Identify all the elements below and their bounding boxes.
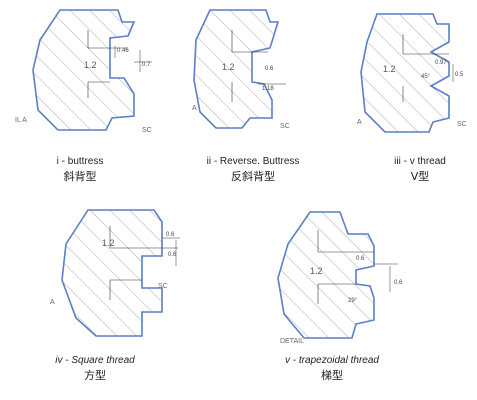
square-thread-corner-left: A — [50, 299, 55, 306]
buttress-dim-main: 1.2 — [84, 60, 97, 70]
v-thread-corner-right: SC — [457, 121, 467, 128]
trapezoidal-thread-diagram: 1.2 0.6 0.6 29° DETAIL — [277, 211, 403, 345]
reverse-buttress-profile — [193, 9, 280, 129]
v-thread-angle: 45° — [421, 74, 431, 80]
reverse-buttress-corner-left: A — [192, 105, 197, 112]
caption-buttress-zh: 斜背型 — [63, 170, 97, 183]
square-thread-diagram: 1.2 0.6 0.6 A SC — [50, 209, 180, 337]
buttress-dim-a: 0.46 — [117, 48, 129, 54]
caption-trapezoidal-thread: v - trapezoidal thread 梯型 — [272, 355, 392, 383]
trapezoidal-thread-angle: 29° — [348, 298, 358, 304]
buttress-thread-diagram: 1.2 0.46 0.7 IL A SC — [15, 9, 152, 134]
square-thread-dim-a: 0.6 — [166, 232, 175, 238]
v-thread-dim-a: 0.97 — [435, 60, 447, 66]
trapezoidal-thread-profile — [277, 211, 375, 339]
caption-buttress: i - buttress 斜背型 — [30, 156, 130, 184]
caption-trapezoidal-thread-zh: 梯型 — [321, 369, 343, 382]
reverse-buttress-dim-a: 0.6 — [265, 66, 274, 72]
reverse-buttress-corner-right: SC — [280, 123, 290, 130]
square-thread-dim-b: 0.6 — [168, 252, 177, 258]
v-thread-profile — [360, 13, 450, 133]
square-thread-dim-main: 1.2 — [102, 238, 115, 248]
reverse-buttress-diagram: 1.2 0.6 1.18 A SC — [192, 9, 290, 130]
buttress-corner-right: SC — [142, 127, 152, 134]
buttress-dim-b: 0.7 — [142, 62, 151, 68]
caption-v-thread: iii - v thread V型 — [380, 156, 460, 184]
square-thread-corner-right: SC — [158, 283, 168, 290]
trapezoidal-thread-corner-left: DETAIL — [280, 338, 304, 345]
reverse-buttress-dim-b: 1.18 — [262, 86, 274, 92]
caption-square-thread: iv - Square thread 方型 — [45, 355, 145, 383]
buttress-profile — [32, 9, 136, 131]
trapezoidal-thread-dim-b: 0.6 — [394, 280, 403, 286]
caption-reverse-buttress-en: ii - Reverse. Buttress — [206, 156, 300, 167]
caption-reverse-buttress: ii - Reverse. Buttress 反斜背型 — [193, 156, 313, 184]
v-thread-dim-main: 1.2 — [383, 64, 396, 74]
caption-trapezoidal-thread-en: v - trapezoidal thread — [285, 355, 379, 366]
trapezoidal-thread-dim-main: 1.2 — [310, 266, 323, 276]
trapezoidal-thread-dim-a: 0.6 — [356, 256, 365, 262]
caption-square-thread-en: iv - Square thread — [55, 355, 135, 366]
caption-reverse-buttress-zh: 反斜背型 — [231, 170, 275, 183]
v-thread-dim-b: 0.5 — [455, 72, 464, 78]
reverse-buttress-dim-main: 1.2 — [222, 62, 235, 72]
caption-square-thread-zh: 方型 — [84, 369, 106, 382]
v-thread-diagram: 1.2 0.97 0.5 45° A SC — [357, 13, 467, 133]
buttress-corner-left: IL A — [15, 117, 27, 124]
v-thread-corner-left: A — [357, 119, 362, 126]
caption-buttress-en: i - buttress — [56, 156, 104, 167]
caption-v-thread-zh: V型 — [410, 170, 430, 183]
square-thread-profile — [61, 209, 163, 337]
caption-v-thread-en: iii - v thread — [394, 156, 446, 167]
